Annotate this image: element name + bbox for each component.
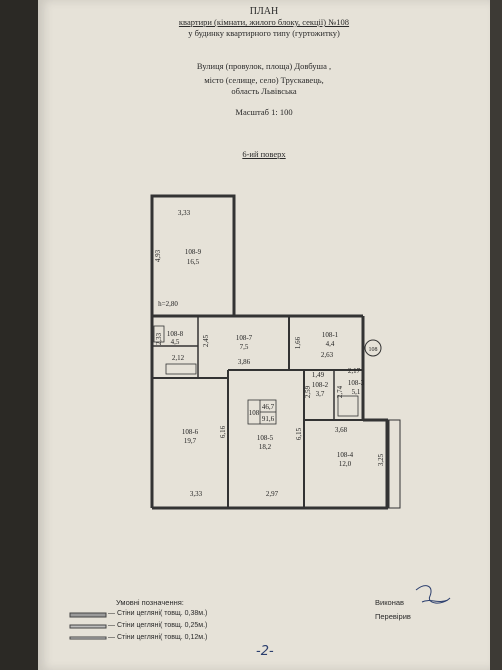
room-id: 108-3: [348, 379, 365, 387]
wc-fixture: [337, 395, 359, 417]
legend-swatch-thick: [69, 612, 107, 618]
dimension-label: 1,66: [294, 336, 302, 349]
total-area: 91,6: [262, 415, 275, 423]
room-area: 18,2: [259, 443, 272, 451]
dimension-label: h=2,80: [158, 300, 178, 308]
legend-item: — Стіни цегляні( товщ. 0,25м.): [108, 622, 208, 629]
wall-room-9: [150, 194, 236, 318]
doc-line-street: Вулиця (провулок, площа) Довбуша ,: [196, 61, 332, 71]
room-area: 4,5: [171, 338, 180, 346]
dimension-label: 2,59: [304, 385, 312, 398]
dimension-label: 3,33: [190, 490, 203, 498]
dimension-label: 4,93: [154, 249, 162, 262]
entrance-marker: [364, 339, 382, 357]
dimension-label: 3,33: [178, 209, 191, 217]
doc-title: ПЛАН: [249, 6, 279, 17]
legend-item: — Стіни цегляні( товщ. 0,12м.): [108, 634, 208, 641]
dimension-label: 2,45: [202, 334, 210, 347]
room-area: 4,4: [326, 340, 335, 348]
dimension-label: 2,74: [336, 385, 344, 398]
page-number: -2-: [256, 644, 274, 659]
doc-line-building: у будинку квартирного типу (гуртожитку): [188, 28, 340, 38]
dimension-label: 6,16: [219, 425, 227, 438]
room-area: 7,5: [240, 343, 249, 351]
entrance-number: 108: [369, 347, 378, 353]
room-area: 3,7: [316, 390, 325, 398]
living-area: 46,7: [262, 403, 275, 411]
doc-scale: Масштаб 1: 100: [235, 107, 293, 117]
room-id: 108-2: [312, 381, 329, 389]
apartment-number: 108: [249, 409, 260, 417]
balcony: [385, 419, 401, 509]
floor-plan: 108-9 16,5 108-8 4,5 108-7 7,5 108-1 4,4…: [69, 194, 451, 640]
room-area: 5,1: [352, 388, 361, 396]
dimension-label: 2,33: [155, 332, 163, 345]
kitchen-fixture: [165, 363, 197, 375]
room-id: 108-4: [337, 451, 354, 459]
room-area: 16,5: [187, 258, 200, 266]
room-id: 108-9: [185, 248, 202, 256]
legend-swatch-thin: [69, 636, 107, 640]
room-id: 108-1: [322, 331, 339, 339]
doc-floor: 6-ий поверх: [242, 149, 286, 159]
dimension-label: 1,49: [312, 371, 325, 379]
legend-title: Умовні позначення:: [116, 598, 184, 607]
made-by-label: Виконав: [375, 598, 405, 607]
room-id: 108-8: [167, 330, 184, 338]
room-id: 108-6: [182, 428, 199, 436]
dimension-label: 6,15: [295, 427, 303, 440]
legend-item: — Стіни цегляні( товщ. 0,38м.): [108, 610, 208, 617]
checked-by-label: Перевірив: [375, 612, 411, 621]
doc-line-region: область Львівська: [231, 86, 297, 96]
document-page: ПЛАН квартири (кімнати, жилого блоку, се…: [38, 0, 490, 670]
dimension-label: 2,97: [266, 490, 279, 498]
doc-line-city: місто (селище, село) Трускавець,: [204, 75, 324, 85]
bath-fixture: [153, 325, 165, 343]
room-area: 19,7: [184, 437, 197, 445]
dimension-label: 3,68: [335, 426, 348, 434]
dimension-label: 3,86: [238, 358, 251, 366]
room-area: 12,0: [339, 460, 352, 468]
background-edge: [0, 0, 38, 670]
doc-line-apartment: квартири (кімнати, жилого блоку, секції)…: [178, 17, 350, 27]
dimension-label: 2,63: [321, 351, 334, 359]
legend-swatch-medium: [69, 624, 107, 629]
room-id: 108-7: [236, 334, 253, 342]
dimension-label: 3,25: [377, 453, 385, 466]
dimension-label: 2,12: [172, 354, 185, 362]
dimension-label: 2,17: [348, 367, 361, 375]
signature: [415, 585, 451, 604]
room-id: 108-5: [257, 434, 274, 442]
